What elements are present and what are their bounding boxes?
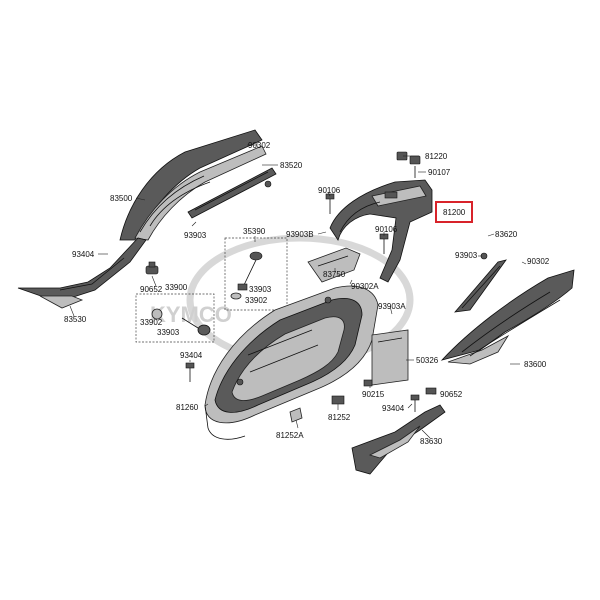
label-90302a[interactable]: 90302A	[351, 282, 379, 291]
label-90302[interactable]: 90302	[248, 141, 271, 150]
grab-rail	[329, 179, 433, 283]
strip-83620	[454, 252, 507, 313]
clip-81252a	[289, 407, 303, 423]
label-93903-right[interactable]: 93903	[455, 251, 478, 260]
label-81260[interactable]: 81260	[176, 403, 199, 412]
label-93404-center[interactable]: 93404	[180, 351, 203, 360]
bolt-90106-b	[379, 233, 389, 254]
grommet-right	[425, 387, 437, 395]
label-90106-a[interactable]: 90106	[318, 186, 341, 195]
label-35390[interactable]: 35390	[243, 227, 266, 236]
label-90302-right[interactable]: 90302	[527, 257, 550, 266]
bolt-93404-center	[185, 362, 195, 382]
watermark-text: KYMCO	[150, 302, 232, 327]
label-93903a[interactable]: 93903A	[378, 302, 406, 311]
label-81252[interactable]: 81252	[328, 413, 351, 422]
label-33900[interactable]: 33900	[165, 283, 188, 292]
label-83600[interactable]: 83600	[524, 360, 547, 369]
label-33902-b[interactable]: 33902	[140, 318, 163, 327]
part-labels: 90302 83520 83500 93903 93404 83530 9065…	[64, 141, 550, 446]
label-83630[interactable]: 83630	[420, 437, 443, 446]
luggage-box	[204, 285, 379, 440]
label-90652-left[interactable]: 90652	[140, 285, 163, 294]
bolt-93404-right	[410, 394, 420, 412]
bolt-90106-a	[325, 193, 335, 214]
label-83530[interactable]: 83530	[64, 315, 87, 324]
clip-81252	[331, 395, 345, 405]
label-93404-left[interactable]: 93404	[72, 250, 95, 259]
label-33902-a[interactable]: 33902	[245, 296, 268, 305]
group-35390	[224, 236, 288, 311]
side-cover-left-lower	[17, 237, 147, 309]
label-83750[interactable]: 83750	[323, 270, 346, 279]
label-81220[interactable]: 81220	[425, 152, 448, 161]
side-cover-left-upper	[119, 129, 267, 241]
label-33903-a[interactable]: 33903	[249, 285, 272, 294]
label-50326[interactable]: 50326	[416, 356, 439, 365]
bolt-90215	[363, 379, 373, 387]
label-81200[interactable]: 81200	[443, 208, 466, 217]
panel-50326	[371, 329, 409, 386]
label-90652-right[interactable]: 90652	[440, 390, 463, 399]
label-90106-b[interactable]: 90106	[375, 225, 398, 234]
leader-lines	[69, 144, 527, 439]
label-83500[interactable]: 83500	[110, 194, 133, 203]
label-90107[interactable]: 90107	[428, 168, 451, 177]
side-cover-right	[440, 269, 575, 365]
label-90215[interactable]: 90215	[362, 390, 385, 399]
inner-strip	[187, 167, 277, 219]
label-93903[interactable]: 93903	[184, 231, 207, 240]
label-81252a[interactable]: 81252A	[276, 431, 304, 440]
label-83520[interactable]: 83520	[280, 161, 303, 170]
highlight-box	[435, 201, 473, 223]
label-93404-right[interactable]: 93404	[382, 404, 405, 413]
grommet-left	[145, 261, 159, 275]
label-33903-b[interactable]: 33903	[157, 328, 180, 337]
group-33900	[135, 293, 215, 343]
bracket-83750	[307, 247, 361, 283]
bolts-81220	[396, 151, 421, 178]
lower-cover-83630	[351, 404, 446, 475]
label-93903b[interactable]: 93903B	[286, 230, 314, 239]
label-83620[interactable]: 83620	[495, 230, 518, 239]
